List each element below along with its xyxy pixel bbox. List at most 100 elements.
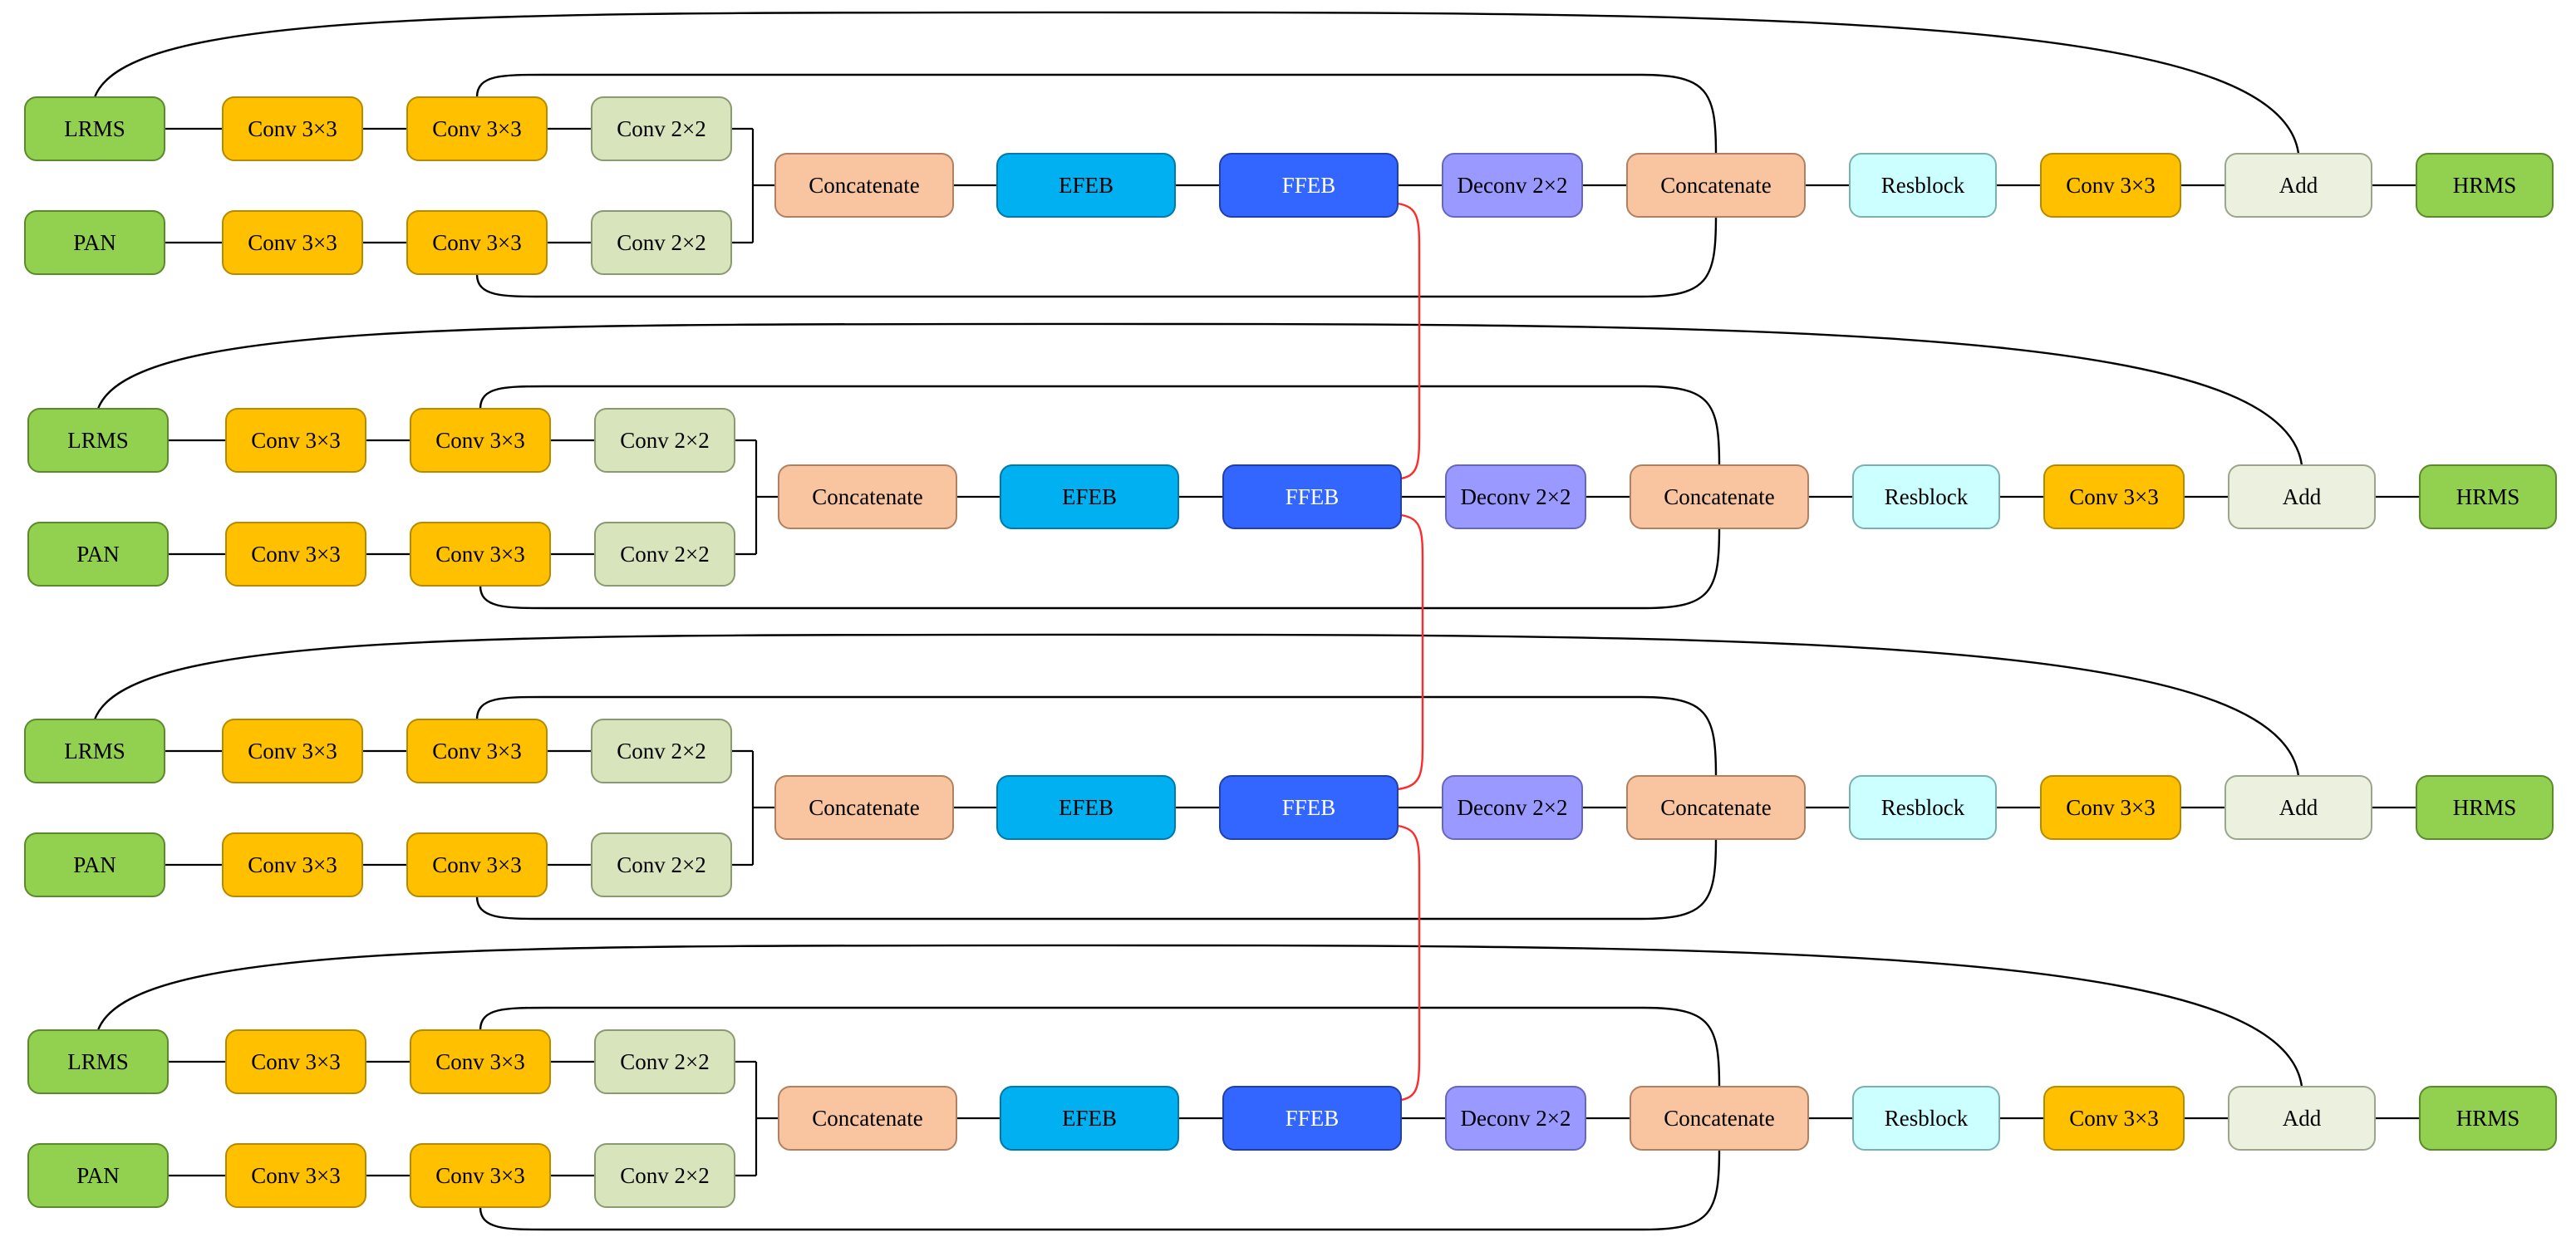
skip-connection-conv-concat-top	[475, 73, 1718, 155]
block-shape	[774, 775, 954, 840]
block-label: Conv 3×3	[432, 852, 522, 877]
block-FFEB-row4: FFEB	[1222, 1086, 1402, 1151]
block-shape	[24, 832, 165, 897]
block-shape	[1445, 1086, 1586, 1151]
block-label: Resblock	[1881, 173, 1965, 198]
block-shape	[594, 522, 735, 587]
block-shape	[222, 832, 363, 897]
block-resblock-row2: Resblock	[1852, 464, 2000, 529]
block-shape	[2225, 153, 2372, 218]
block-shape	[2040, 775, 2181, 840]
block-EFEB-row1: EFEB	[996, 153, 1176, 218]
block-label: Concatenate	[809, 795, 919, 820]
block-resblock-row4: Resblock	[1852, 1086, 2000, 1151]
block-label: Resblock	[1881, 795, 1965, 820]
block-label: Add	[2279, 173, 2318, 198]
block-conv33-row1: Conv 3×3	[222, 210, 363, 275]
block-label: Conv 2×2	[620, 542, 710, 567]
block-conv33-row1: Conv 3×3	[222, 96, 363, 161]
block-label: Conv 3×3	[2066, 173, 2156, 198]
block-shape	[594, 1029, 735, 1094]
block-label: Conv 3×3	[251, 428, 341, 453]
block-label: LRMS	[67, 428, 129, 453]
block-conv33-row3: Conv 3×3	[406, 832, 548, 897]
block-label: Conv 2×2	[617, 739, 706, 763]
block-conv33-row3: Conv 3×3	[406, 719, 548, 783]
connections-layer	[93, 11, 2420, 1231]
block-add-row4: Add	[2228, 1086, 2376, 1151]
block-label: Add	[2283, 1106, 2322, 1131]
block-shape	[225, 522, 366, 587]
block-shape	[1222, 1086, 1402, 1151]
block-label: Conv 3×3	[2069, 484, 2159, 509]
block-label: EFEB	[1062, 484, 1117, 509]
block-shape	[222, 96, 363, 161]
block-shape	[2043, 464, 2185, 529]
block-label: FFEB	[1282, 173, 1336, 198]
block-FFEB-row1: FFEB	[1219, 153, 1399, 218]
block-label: Conv 3×3	[432, 739, 522, 763]
block-label: Conv 2×2	[620, 1049, 710, 1074]
block-label: Concatenate	[812, 1106, 922, 1131]
block-shape	[1849, 153, 1997, 218]
block-conv22-row2: Conv 2×2	[594, 522, 735, 587]
block-label: Conv 3×3	[432, 116, 522, 141]
block-shape	[591, 96, 732, 161]
block-HRMS-row3: HRMS	[2416, 775, 2554, 840]
block-label: Conv 3×3	[248, 739, 337, 763]
block-shape	[406, 210, 548, 275]
block-shape	[225, 1143, 366, 1208]
block-label: Conv 3×3	[248, 116, 337, 141]
block-shape	[27, 1143, 169, 1208]
block-shape	[1219, 775, 1399, 840]
skip-connection-conv-concat-bottom	[479, 1149, 1721, 1231]
block-conv33-row2: Conv 3×3	[2043, 464, 2185, 529]
block-deconv-row1: Deconv 2×2	[1442, 153, 1583, 218]
block-conv22-row3: Conv 2×2	[591, 719, 732, 783]
block-add-row1: Add	[2225, 153, 2372, 218]
block-shape	[1445, 464, 1586, 529]
block-shape	[2043, 1086, 2185, 1151]
block-label: Conv 3×3	[2066, 795, 2156, 820]
block-label: Conv 3×3	[248, 230, 337, 255]
block-label: Conv 3×3	[432, 230, 522, 255]
block-label: Conv 3×3	[435, 1049, 525, 1074]
block-shape	[222, 210, 363, 275]
block-shape	[24, 719, 165, 783]
block-label: Concatenate	[1664, 1106, 1774, 1131]
block-shape	[1852, 1086, 2000, 1151]
block-label: Conv 3×3	[248, 852, 337, 877]
block-label: Conv 2×2	[617, 230, 706, 255]
block-label: FFEB	[1282, 795, 1336, 820]
block-conv22-row1: Conv 2×2	[591, 96, 732, 161]
block-conv33-row3: Conv 3×3	[222, 719, 363, 783]
block-label: Concatenate	[812, 484, 922, 509]
block-concat-row1: Concatenate	[774, 153, 954, 218]
block-shape	[1219, 153, 1399, 218]
block-label: LRMS	[64, 739, 125, 763]
block-label: HRMS	[2456, 1106, 2520, 1131]
block-FFEB-row3: FFEB	[1219, 775, 1399, 840]
block-label: PAN	[73, 852, 116, 877]
block-shape	[24, 210, 165, 275]
block-label: Deconv 2×2	[1458, 173, 1568, 198]
block-shape	[225, 1029, 366, 1094]
skip-connection-lrms-add	[96, 322, 2303, 466]
block-concat-row2: Concatenate	[778, 464, 957, 529]
block-label: Conv 3×3	[251, 542, 341, 567]
block-label: Conv 3×3	[2069, 1106, 2159, 1131]
block-label: Resblock	[1885, 484, 1969, 509]
block-LRMS-row4: LRMS	[27, 1029, 169, 1094]
block-conv33-row4: Conv 3×3	[410, 1029, 551, 1094]
block-FFEB-row2: FFEB	[1222, 464, 1402, 529]
block-shape	[996, 153, 1176, 218]
block-PAN-row3: PAN	[24, 832, 165, 897]
block-shape	[222, 719, 363, 783]
block-add-row3: Add	[2225, 775, 2372, 840]
block-HRMS-row4: HRMS	[2419, 1086, 2557, 1151]
block-conv22-row2: Conv 2×2	[594, 408, 735, 473]
block-label: LRMS	[64, 116, 125, 141]
block-deconv-row4: Deconv 2×2	[1445, 1086, 1586, 1151]
